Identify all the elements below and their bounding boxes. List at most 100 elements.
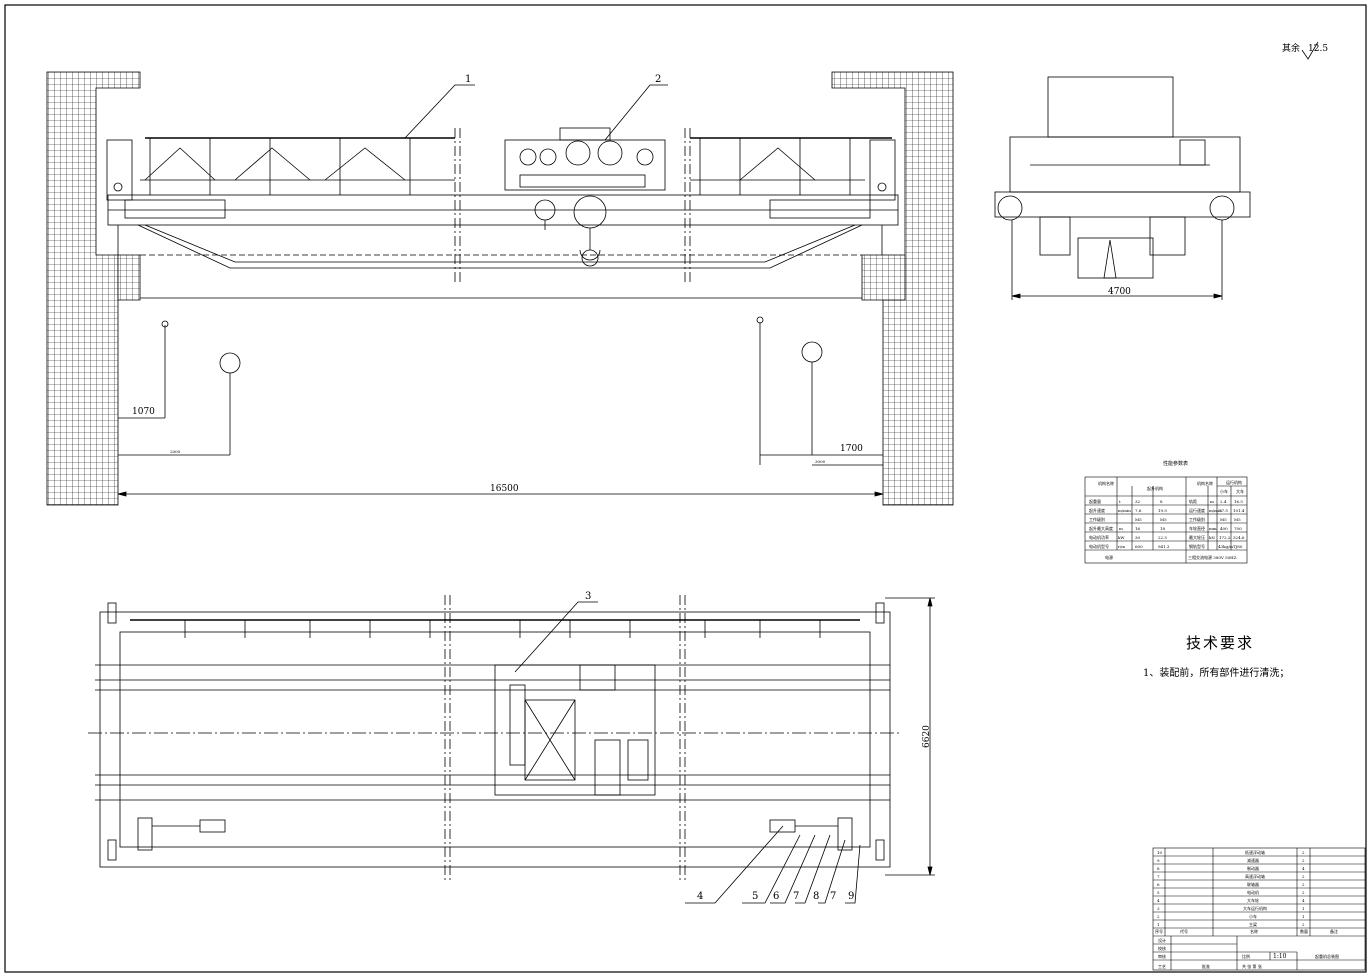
svg-text:机构名称: 机构名称: [1197, 480, 1213, 486]
svg-text:联轴器: 联轴器: [1247, 881, 1259, 887]
svg-text:t: t: [1119, 499, 1121, 504]
svg-text:172.2: 172.2: [1219, 535, 1231, 540]
svg-text:审核: 审核: [1158, 953, 1166, 959]
svg-text:备注: 备注: [1330, 928, 1338, 934]
svg-text:2: 2: [1302, 882, 1305, 887]
svg-text:kW: kW: [1118, 535, 1125, 540]
svg-text:1: 1: [1302, 906, 1305, 911]
dim-side-width: 4700: [1108, 287, 1131, 297]
svg-text:电源: 电源: [1105, 554, 1113, 560]
dim-small-right: 3000: [815, 459, 826, 464]
trolley: [504, 127, 666, 267]
svg-text:减速器: 减速器: [1247, 857, 1259, 863]
svg-text:校核: 校核: [1158, 945, 1166, 951]
svg-text:m: m: [1119, 526, 1123, 531]
svg-text:32: 32: [1135, 499, 1141, 504]
dim-right-hook-limit: 1700: [840, 444, 863, 454]
svg-text:钢轨型号: 钢轨型号: [1189, 543, 1205, 549]
balloon-8: 8: [813, 891, 819, 902]
svg-text:2: 2: [1302, 890, 1305, 895]
svg-text:m: m: [1210, 499, 1214, 504]
svg-text:电动机: 电动机: [1247, 889, 1259, 895]
dim-bottom-height: 6620: [922, 725, 932, 748]
balloon-9: 9: [848, 891, 854, 902]
svg-text:主梁: 主梁: [1249, 921, 1257, 927]
svg-text:制动器: 制动器: [1247, 865, 1259, 871]
svg-text:大车轮: 大车轮: [1247, 897, 1259, 903]
svg-text:小车: 小车: [1249, 913, 1257, 919]
svg-text:共 张 第 张: 共 张 第 张: [1242, 963, 1262, 969]
svg-text:10: 10: [1157, 850, 1163, 855]
left-wall: [46, 71, 141, 506]
svg-text:2: 2: [1157, 914, 1160, 919]
dim-small-left: 2000: [170, 449, 181, 454]
plan-view: [88, 595, 935, 904]
svg-text:400: 400: [1220, 526, 1228, 531]
svg-text:高速浮动轴: 高速浮动轴: [1245, 873, 1265, 879]
left-column: [117, 254, 141, 301]
svg-text:大车: 大车: [1236, 488, 1244, 494]
surface-roughness-note: 其余 12.5: [1282, 41, 1328, 54]
left-end-carriage: [106, 139, 133, 201]
svg-text:kN: kN: [1209, 535, 1215, 540]
svg-text:324.6: 324.6: [1233, 535, 1245, 540]
svg-text:车轮直径: 车轮直径: [1189, 525, 1205, 531]
svg-text:101.4: 101.4: [1233, 508, 1245, 513]
svg-text:起重机总装图: 起重机总装图: [1315, 953, 1339, 959]
right-column: [861, 254, 906, 301]
parts-list: [1152, 847, 1366, 971]
svg-text:18: 18: [1160, 526, 1166, 531]
svg-text:22.5: 22.5: [1158, 535, 1167, 540]
svg-text:工作级别: 工作级别: [1189, 516, 1205, 522]
svg-text:7.6: 7.6: [1135, 508, 1142, 513]
parts-list-text: 10 低速浮动轴 2 9 减速器 2 8 制动器 4 7 高速浮动轴 2 6 联…: [1155, 849, 1339, 969]
svg-text:起重量: 起重量: [1089, 498, 1101, 504]
svg-text:r/m: r/m: [1118, 544, 1125, 549]
svg-text:序号: 序号: [1155, 928, 1163, 934]
dim-span: 16500: [490, 484, 519, 494]
svg-text:43kg/m: 43kg/m: [1218, 544, 1233, 549]
drawing-frame: [4, 4, 1367, 973]
balloon-4: 4: [697, 891, 703, 902]
svg-text:电动机型号: 电动机型号: [1089, 543, 1109, 549]
side-view: [994, 76, 1251, 300]
svg-text:m/min: m/min: [1209, 508, 1222, 513]
left-hook: [219, 352, 241, 374]
svg-text:30: 30: [1135, 535, 1141, 540]
roughness-symbol-icon: [1301, 41, 1319, 60]
svg-text:941.3: 941.3: [1158, 544, 1170, 549]
svg-text:5: 5: [1157, 890, 1160, 895]
svg-text:600: 600: [1135, 544, 1143, 549]
svg-text:比例: 比例: [1242, 953, 1250, 959]
svg-text:2: 2: [1302, 874, 1305, 879]
svg-text:mm: mm: [1209, 526, 1217, 531]
balloon-7b: 7: [830, 891, 836, 902]
technical-requirement-item: 1、装配前，所有部件进行清洗；: [1143, 668, 1290, 679]
svg-text:轨距: 轨距: [1189, 498, 1197, 504]
svg-text:批准: 批准: [1202, 963, 1210, 969]
svg-text:最大轮压: 最大轮压: [1189, 534, 1205, 540]
balloon-3: 3: [585, 591, 591, 602]
svg-text:大车运行机构: 大车运行机构: [1243, 905, 1267, 911]
svg-text:设计: 设计: [1158, 937, 1166, 943]
svg-text:起升最大高度: 起升最大高度: [1089, 525, 1113, 531]
svg-text:37.5: 37.5: [1219, 508, 1228, 513]
surface-roughness-value: 12.5: [1308, 44, 1329, 54]
svg-text:2: 2: [1302, 850, 1305, 855]
svg-text:8: 8: [1160, 499, 1163, 504]
svg-text:小车: 小车: [1220, 488, 1228, 494]
svg-text:M5: M5: [1234, 517, 1241, 522]
surface-roughness-label: 其余: [1282, 44, 1301, 54]
svg-text:2.4: 2.4: [1220, 499, 1227, 504]
svg-text:三相交流电源 380V 50HZ: 三相交流电源 380V 50HZ: [1188, 554, 1237, 560]
technical-requirements-title: 技术要求: [1186, 634, 1255, 652]
balloon-2: 2: [655, 74, 661, 85]
svg-text:TJ80: TJ80: [1233, 544, 1243, 549]
svg-text:数量: 数量: [1300, 928, 1308, 934]
svg-text:起升机构: 起升机构: [1147, 485, 1163, 491]
balloon-1: 1: [465, 74, 471, 85]
svg-text:工作级别: 工作级别: [1089, 516, 1105, 522]
balloon-7a: 7: [793, 891, 799, 902]
svg-text:电动机功率: 电动机功率: [1089, 534, 1109, 540]
